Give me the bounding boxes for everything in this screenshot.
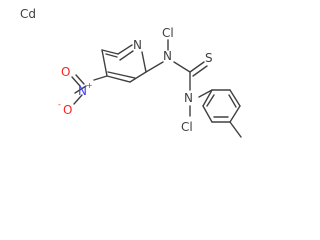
atom-chlorine-1: Cl (162, 26, 174, 40)
atom-ring-nitrogen: N (133, 38, 142, 52)
atom-amine-nitrogen-2: N (184, 91, 193, 105)
atom-amine-nitrogen-1: N (163, 49, 172, 63)
atom-nitro-oxygen-top: O (61, 65, 70, 79)
cadmium-label: Cd (20, 7, 36, 21)
atom-nitro-nitrogen: N (78, 84, 87, 98)
structure-canvas: Cd (20, 7, 242, 138)
atom-sulfur: S (205, 51, 213, 65)
atom-nitro-oxygen-bottom: O (63, 103, 72, 117)
bond-lines (71, 39, 242, 138)
oxygen-negative-charge: - (58, 100, 61, 109)
atom-chlorine-2: Cl (181, 120, 193, 134)
nitro-positive-charge: + (86, 81, 93, 90)
